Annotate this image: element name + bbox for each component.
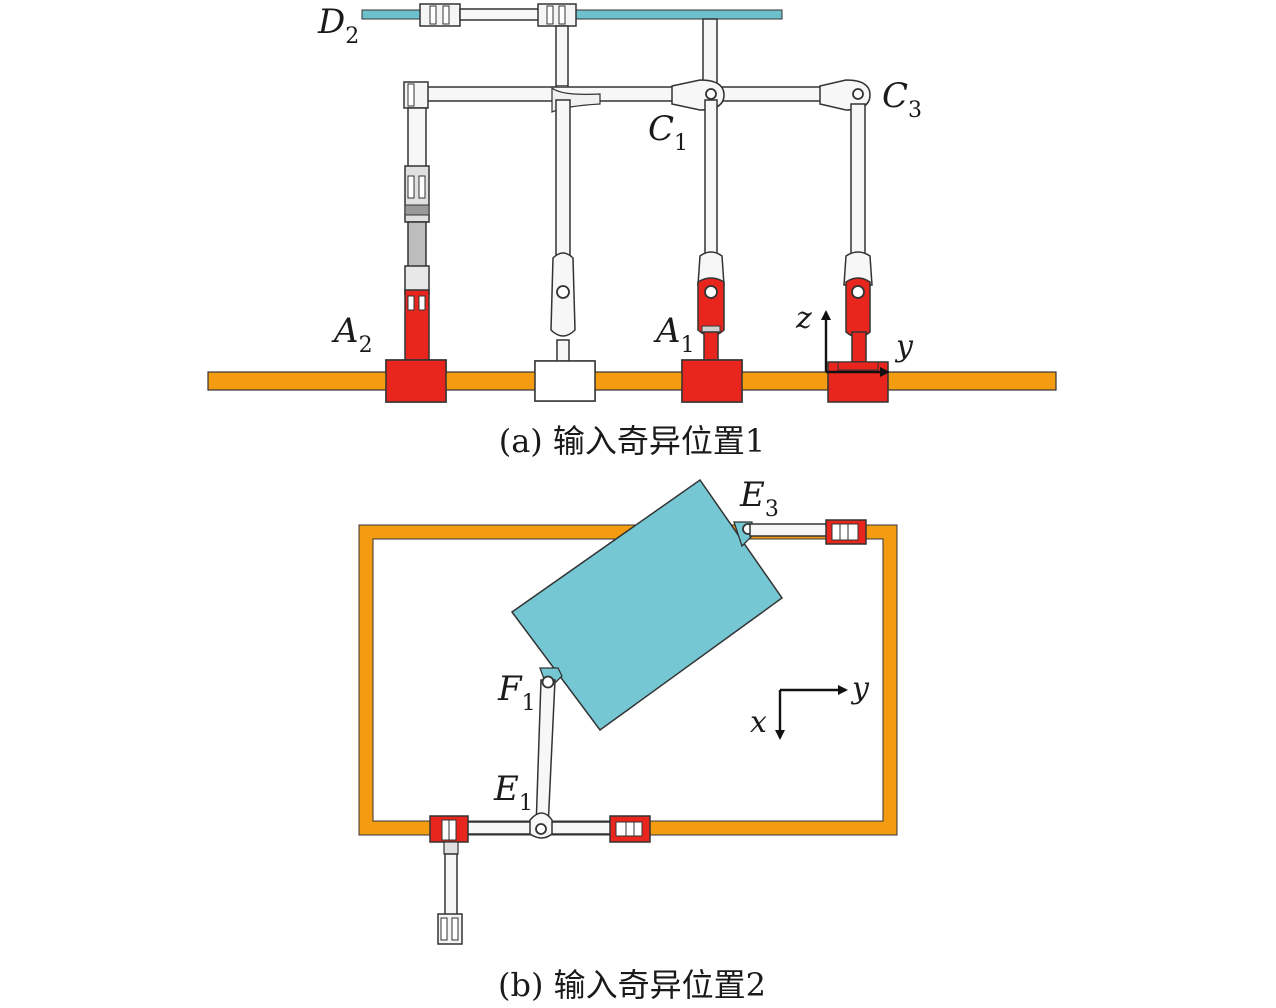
top-slider-right bbox=[537, 3, 577, 27]
label-a1: A1 bbox=[653, 311, 695, 358]
panel-b: E3 F1 E1 y x (b) 输入奇异位置2 bbox=[358, 475, 898, 1004]
axis-label-y-b: y bbox=[850, 671, 870, 706]
link-f1-e1 bbox=[535, 679, 556, 829]
down-leg bbox=[444, 853, 458, 917]
caption-b: (b) 输入奇异位置2 bbox=[498, 966, 766, 1004]
leg-c3-upper bbox=[850, 103, 866, 255]
leg-a2-lower bbox=[407, 221, 427, 271]
axis-label-x-b: x bbox=[750, 705, 767, 740]
link-e3 bbox=[749, 523, 831, 537]
label-c3: C3 bbox=[882, 76, 922, 123]
panel-a: D2 C1 C3 A2 A1 z y (a) 输入奇异位置1 bbox=[207, 2, 1057, 460]
rail-a bbox=[207, 371, 1057, 391]
label-f1: F1 bbox=[497, 669, 536, 716]
caption-a: (a) 输入奇异位置1 bbox=[499, 422, 766, 460]
top-slider-rod bbox=[459, 8, 541, 21]
platform bbox=[510, 478, 784, 732]
horizontal-beam bbox=[423, 86, 845, 102]
leg-a1-upper bbox=[704, 99, 718, 256]
axis-label-z: z bbox=[795, 301, 812, 336]
link-d-down bbox=[555, 25, 569, 87]
leg-a2-upper bbox=[407, 107, 427, 169]
label-e1: E1 bbox=[493, 769, 533, 816]
top-slider-left bbox=[419, 3, 461, 27]
leg-center-upper bbox=[555, 99, 571, 261]
label-a2: A2 bbox=[331, 311, 373, 358]
label-c1: C1 bbox=[648, 109, 688, 156]
label-e3: E3 bbox=[739, 475, 779, 522]
label-d2: D2 bbox=[317, 2, 359, 49]
link-top-right bbox=[702, 18, 718, 88]
axis-label-y: y bbox=[894, 329, 914, 364]
